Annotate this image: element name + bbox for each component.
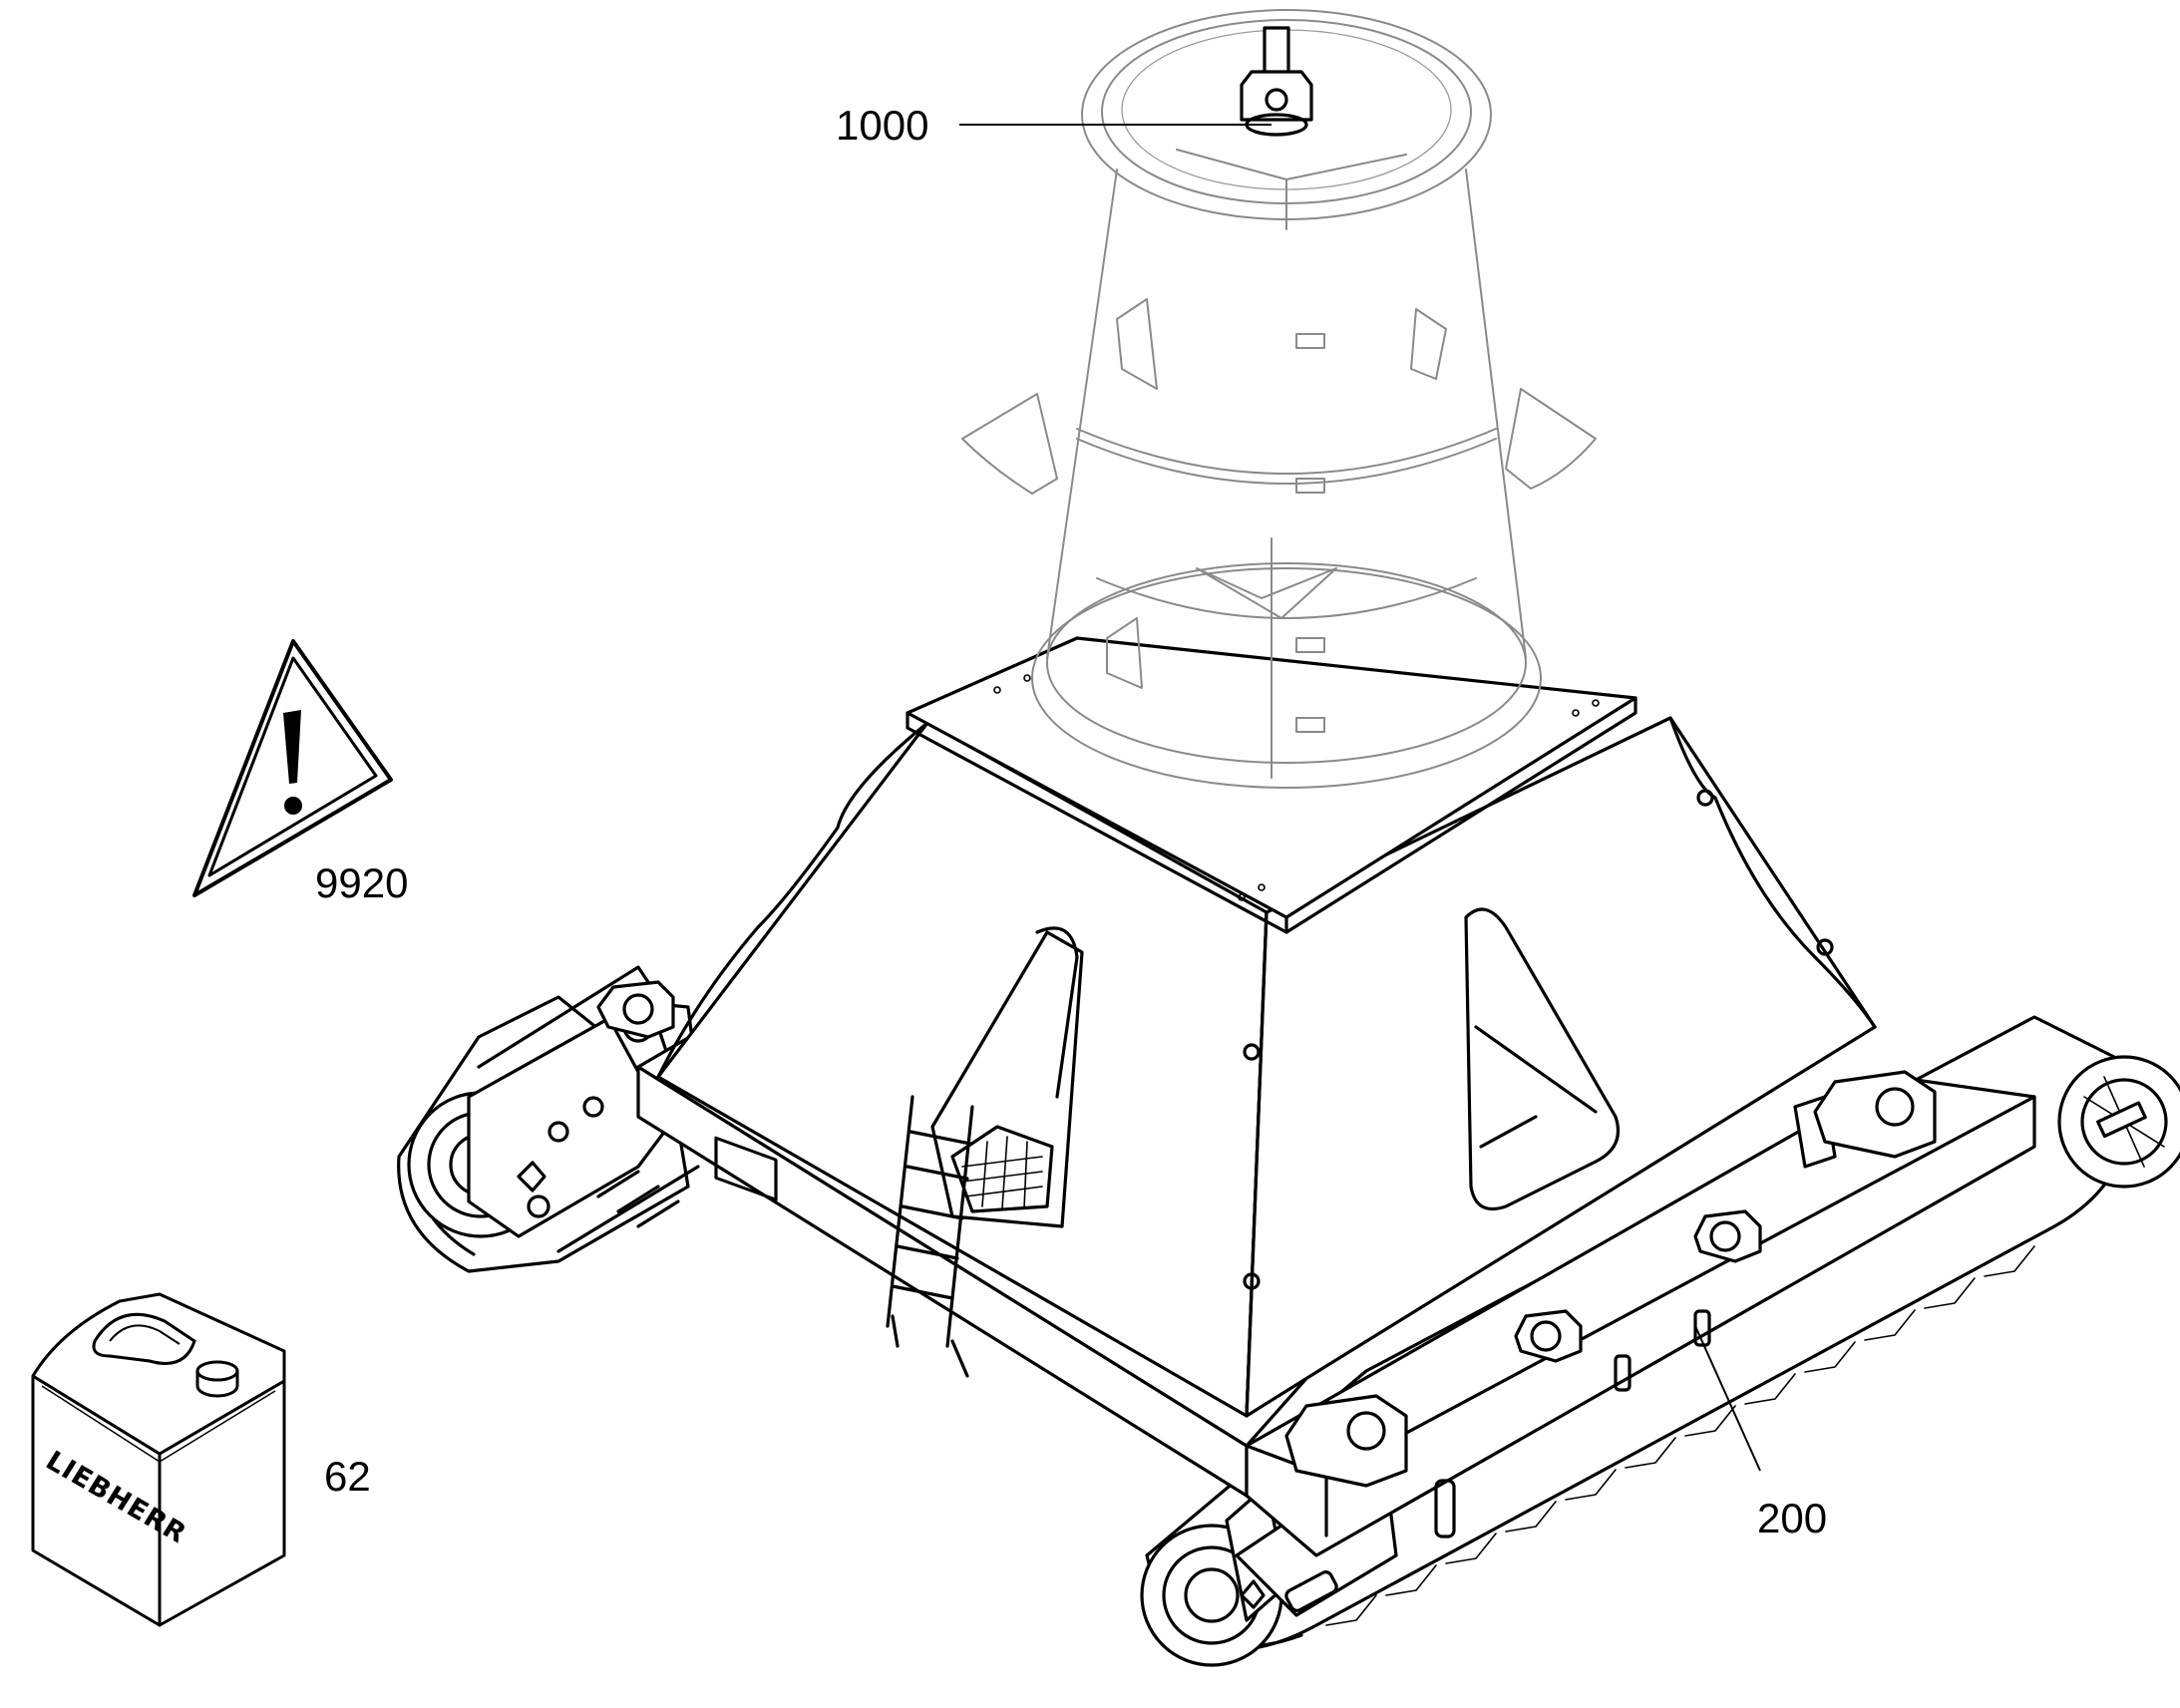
callout-label-9920: 9920 (315, 859, 408, 906)
tower-top-fitting (1240, 26, 1313, 137)
tower-base-pyramid (656, 716, 1877, 1418)
callout-label-1000: 1000 (836, 102, 928, 149)
tower-cone-section (961, 9, 1597, 789)
warning-triangle-icon (192, 639, 393, 897)
winch-units (596, 980, 1937, 1488)
jerrycan-icon (31, 1292, 286, 1627)
callout-1000: 1000 (836, 102, 1272, 149)
callout-200: 200 (1694, 1325, 1827, 1541)
callout-label-62: 62 (324, 1453, 371, 1500)
callout-label-200: 200 (1757, 1495, 1827, 1541)
